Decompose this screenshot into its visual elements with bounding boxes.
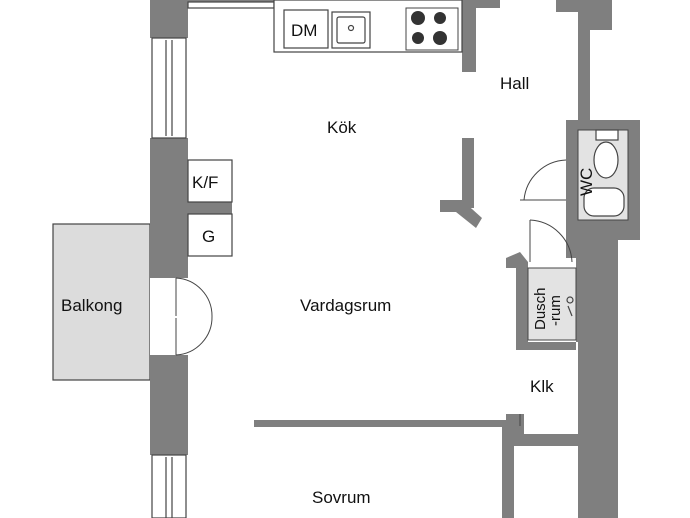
fridge-freezer-box	[187, 159, 233, 203]
shower-label-line1: Dusch	[532, 287, 549, 330]
walls	[150, 0, 640, 518]
kitchen-counter	[273, 0, 463, 53]
balcony-door	[150, 277, 213, 356]
balcony-area	[52, 223, 151, 381]
shower-label-line2: -rum	[547, 295, 564, 326]
kitchen-label: Kök	[327, 118, 357, 137]
living-room-label: Vardagsrum	[300, 296, 391, 315]
wardrobe-label: G	[202, 227, 215, 246]
windows	[151, 1, 275, 518]
hall-label: Hall	[500, 74, 529, 93]
toilet-icon	[593, 141, 619, 179]
closet-label: Klk	[530, 377, 554, 396]
wc-sink-icon	[583, 187, 625, 217]
wc-label: WC	[577, 168, 596, 196]
bedroom-label: Sovrum	[312, 488, 371, 507]
dishwasher-label: DM	[291, 21, 317, 40]
fridge-freezer-label: K/F	[192, 173, 218, 192]
wardrobe-box	[187, 213, 233, 257]
dishwasher-box	[283, 9, 329, 49]
shower-head-icon	[566, 296, 574, 304]
balcony-label: Balkong	[61, 296, 122, 315]
wc-room	[520, 129, 629, 221]
shower-room	[527, 219, 577, 341]
